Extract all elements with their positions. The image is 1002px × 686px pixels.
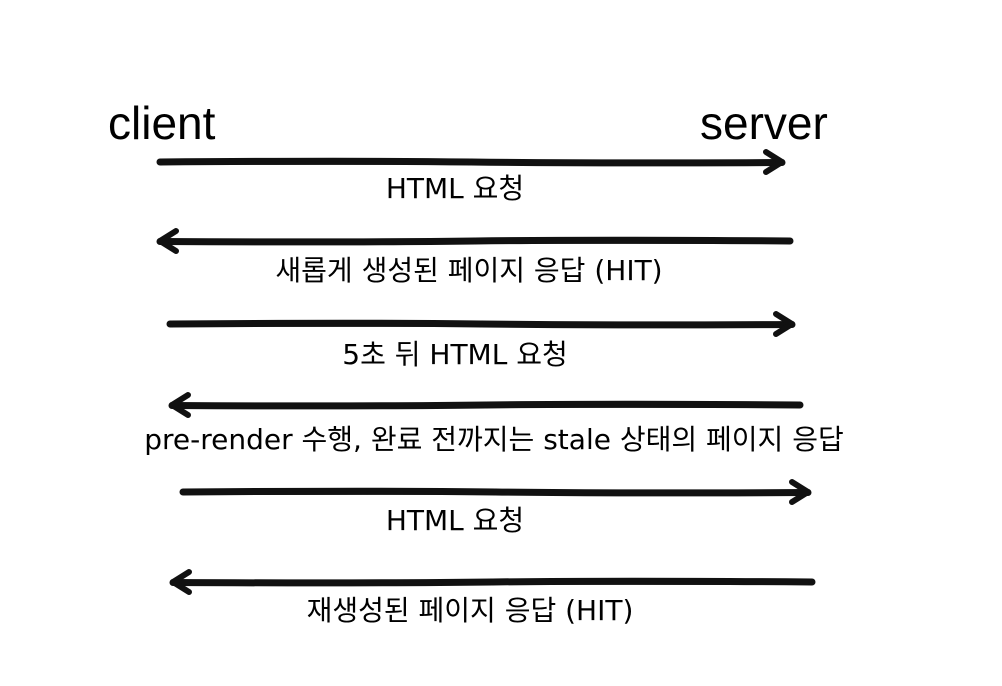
message-label-1: HTML 요청: [385, 172, 525, 205]
arrow-head: [789, 479, 811, 505]
arrow-shaft-texture: [162, 161, 778, 165]
message-arrow-1: [156, 149, 786, 175]
participant-client: client: [108, 97, 216, 149]
message-label-2: 새롭게 생성된 페이지 응답 (HIT): [275, 254, 663, 287]
arrow-shaft-texture: [164, 240, 788, 244]
arrow-head: [170, 569, 192, 595]
arrow-head: [157, 228, 179, 254]
arrow-head: [773, 311, 795, 337]
message-arrow-3: [166, 311, 796, 337]
message-label-5: HTML 요청: [385, 504, 525, 537]
arrow-shaft-texture: [172, 323, 788, 327]
arrow-shaft-texture: [177, 581, 810, 585]
message-arrow-4: [168, 392, 804, 418]
message-label-3: 5초 뒤 HTML 요청: [342, 338, 568, 371]
message-arrow-5: [179, 479, 812, 505]
message-label-6: 재생성된 페이지 응답 (HIT): [306, 594, 634, 627]
arrow-shaft-texture: [185, 491, 804, 495]
participant-server: server: [700, 97, 828, 149]
message-arrow-6: [169, 569, 816, 595]
message-label-4: pre-render 수행, 완료 전까지는 stale 상태의 페이지 응답: [144, 423, 844, 456]
arrow-head: [169, 392, 191, 418]
arrow-shaft-texture: [176, 404, 798, 408]
message-arrow-2: [156, 228, 794, 254]
arrow-head: [763, 149, 785, 175]
